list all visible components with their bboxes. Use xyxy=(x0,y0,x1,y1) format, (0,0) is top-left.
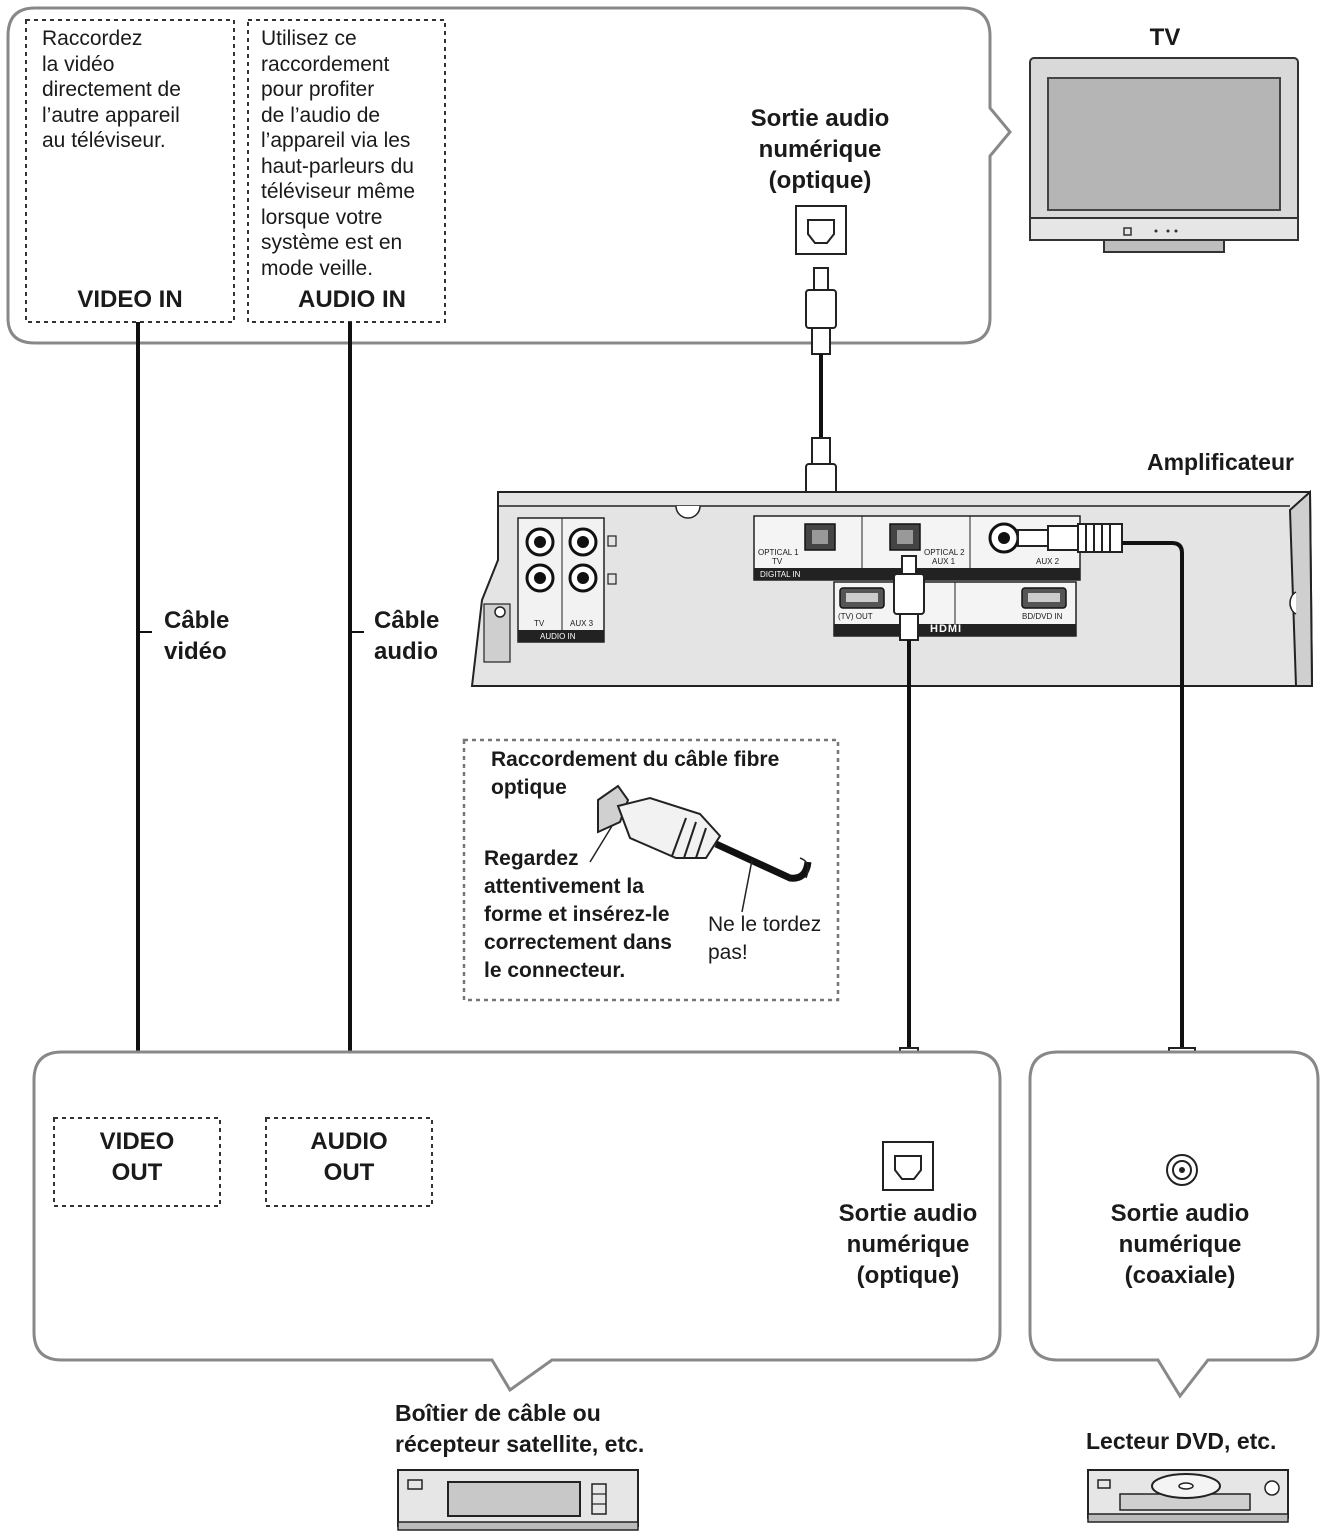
cable-box-optical-out-label: Sortie audio numérique (optique) xyxy=(818,1198,998,1291)
cable-box-device-icon xyxy=(397,1469,639,1531)
panel-tv-out-label: (TV) OUT xyxy=(838,612,873,621)
audio-note-line: système est en xyxy=(261,231,403,254)
label-line: attentivement la xyxy=(484,875,644,898)
label-line: Regardez xyxy=(484,847,579,870)
panel-aux1-label: AUX 1 xyxy=(932,557,956,566)
dvd-coaxial-out-label: Sortie audio numérique (coaxiale) xyxy=(1090,1198,1270,1291)
optical-tip-warning: Ne le tordez pas! xyxy=(708,911,821,967)
dvd-callout-bubble xyxy=(1028,1050,1320,1399)
label-line: Sortie audio xyxy=(838,1200,978,1227)
label-line: correctement dans xyxy=(484,931,672,954)
panel-tv-label: TV xyxy=(772,557,783,566)
label-line: Sortie audio xyxy=(750,105,890,132)
label-line: (coaxiale) xyxy=(1124,1262,1236,1289)
label-line: numérique xyxy=(758,136,882,163)
audio-note-line: de l’audio de xyxy=(261,103,381,127)
panel-analog-aux3-label: AUX 3 xyxy=(570,619,594,628)
amplifier-title: Amplificateur xyxy=(1147,449,1294,475)
panel-audio-in-label: AUDIO IN xyxy=(540,632,576,641)
label-line: OUT xyxy=(111,1159,163,1186)
audio-in-label: AUDIO IN xyxy=(298,286,406,313)
video-out-label: VIDEO OUT xyxy=(54,1126,220,1188)
label-line: OUT xyxy=(323,1159,375,1186)
video-note-line: au téléviseur. xyxy=(42,129,166,152)
optical-plug-illustration-icon xyxy=(589,784,812,913)
label-line: AUDIO xyxy=(310,1128,388,1155)
label-line: récepteur satellite, etc. xyxy=(395,1431,645,1457)
label-line: Ne le tordez xyxy=(708,913,822,936)
label-line: optique xyxy=(491,776,567,799)
audio-note-line: Utilisez ce xyxy=(261,27,357,50)
video-in-label: VIDEO IN xyxy=(77,286,183,313)
tv-optical-port-icon xyxy=(795,205,847,255)
audio-note-line: lorsque votre xyxy=(261,205,383,229)
label-line: numérique xyxy=(1118,1231,1242,1258)
panel-aux2-label: AUX 2 xyxy=(1036,557,1060,566)
cable-box-optical-port-icon xyxy=(882,1141,934,1191)
panel-bd-dvd-in-label: BD/DVD IN xyxy=(1022,612,1063,621)
video-in-dashed-box xyxy=(25,19,235,323)
panel-hdmi-label: HDMI xyxy=(930,623,963,635)
audio-in-dashed-box xyxy=(247,19,446,323)
label-line: (optique) xyxy=(768,167,872,194)
label-line: Câble xyxy=(374,607,440,634)
label-line: (optique) xyxy=(856,1262,960,1289)
coaxial-port-icon xyxy=(1166,1154,1198,1186)
optical-tip-title: Raccordement du câble fibre optique xyxy=(491,746,779,802)
dvd-title: Lecteur DVD, etc. xyxy=(1086,1428,1277,1454)
label-line: Câble xyxy=(164,607,230,634)
amplifier-rear-panel xyxy=(470,489,1314,687)
panel-digital-in-label: DIGITAL IN xyxy=(760,570,801,579)
audio-note-line: haut-parleurs du xyxy=(261,154,414,178)
optical-cable-tv xyxy=(805,267,837,523)
panel-optical2-label: OPTICAL 2 xyxy=(924,548,965,557)
audio-note-line: mode veille. xyxy=(261,256,374,280)
audio-note-line: pour profiter xyxy=(261,78,375,101)
optical-tip-box xyxy=(462,738,840,1002)
audio-note-line: l’appareil via les xyxy=(261,129,411,152)
tv-title: TV xyxy=(1149,24,1181,51)
audio-cable-label: Câble audio xyxy=(374,605,439,667)
cable-box-title: Boîtier de câble ou récepteur satellite,… xyxy=(395,1398,644,1460)
video-cable-label: Câble vidéo xyxy=(164,605,229,667)
dvd-player-device-icon xyxy=(1087,1469,1289,1523)
label-line: numérique xyxy=(846,1231,970,1258)
label-line: Raccordement du câble fibre xyxy=(491,748,780,771)
label-line: le connecteur. xyxy=(484,959,626,982)
video-note-line: la vidéo xyxy=(42,52,115,76)
audio-note: Utilisez ce raccordement pour profiter d… xyxy=(261,26,415,281)
audio-out-dashed-box xyxy=(265,1117,433,1207)
cable-box-callout-bubble xyxy=(32,1050,1002,1393)
video-note-line: Raccordez xyxy=(42,27,143,50)
panel-analog-tv-label: TV xyxy=(534,619,545,628)
audio-note-line: téléviseur même xyxy=(261,180,416,203)
tv-callout-bubble xyxy=(6,6,1012,345)
audio-out-label: AUDIO OUT xyxy=(266,1126,432,1188)
video-note-line: l’autre appareil xyxy=(42,103,180,127)
label-line: Boîtier de câble ou xyxy=(395,1400,601,1426)
optical-tip-instruction: Regardez attentivement la forme et insér… xyxy=(484,845,672,985)
audio-note-line: raccordement xyxy=(261,52,390,76)
label-line: Sortie audio xyxy=(1110,1200,1250,1227)
video-note: Raccordez la vidéo directement de l’autr… xyxy=(42,26,181,154)
tv-optical-out-label: Sortie audio numérique (optique) xyxy=(730,103,910,196)
tv-icon xyxy=(1029,57,1299,253)
panel-optical1-label: OPTICAL 1 xyxy=(758,548,799,557)
video-out-dashed-box xyxy=(53,1117,221,1207)
label-line: pas! xyxy=(708,941,748,964)
label-line: vidéo xyxy=(164,638,227,665)
label-line: audio xyxy=(374,638,438,665)
label-line: VIDEO xyxy=(99,1128,175,1155)
label-line: forme et insérez-le xyxy=(484,903,670,926)
video-note-line: directement de xyxy=(42,78,181,101)
